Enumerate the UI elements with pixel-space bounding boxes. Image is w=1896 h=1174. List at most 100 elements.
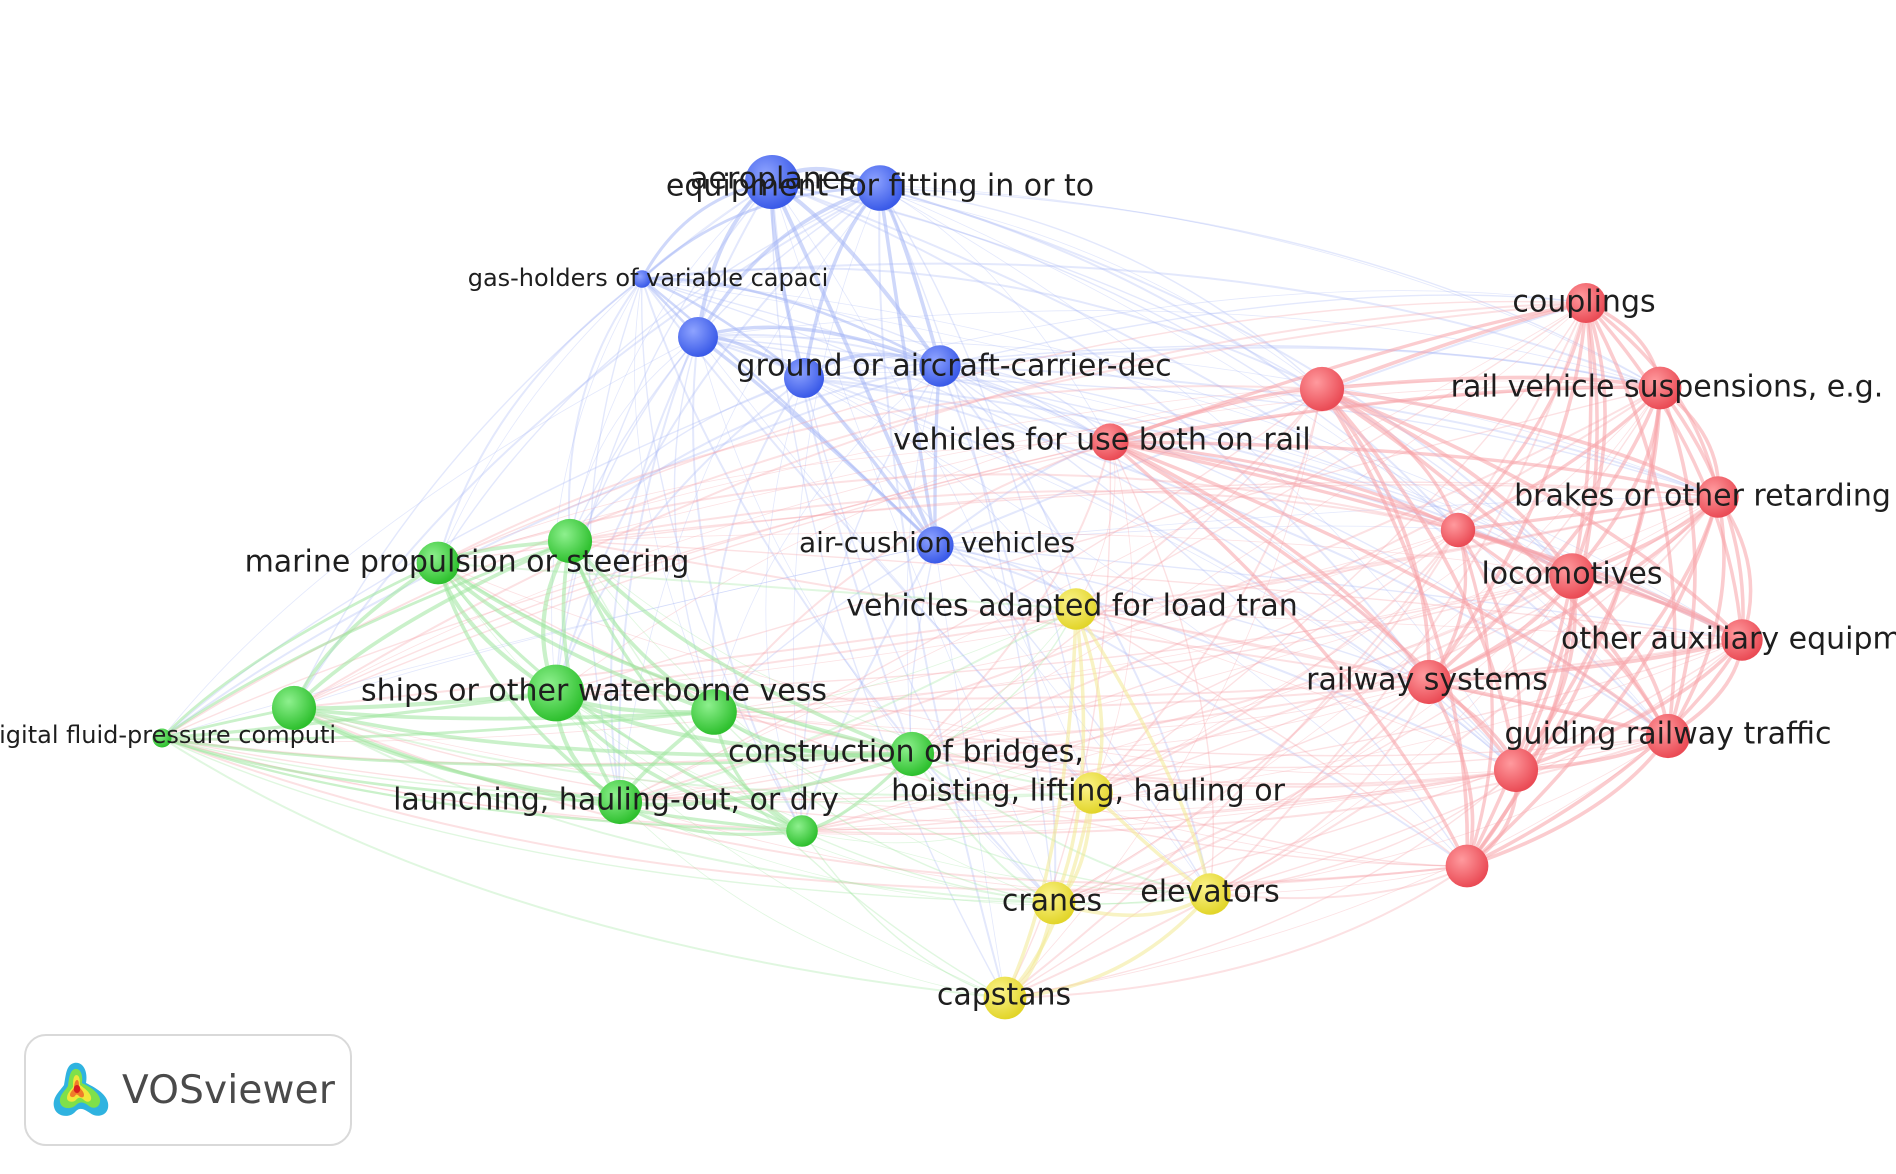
edge-suspensions-marine bbox=[437, 380, 1661, 564]
edge-green4-green9 bbox=[293, 706, 803, 833]
edge-vehiclesrail-capstans bbox=[1004, 441, 1112, 999]
node-blue4[interactable] bbox=[678, 317, 718, 357]
edge-couplings-guiding bbox=[1584, 302, 1677, 737]
node-digital[interactable] bbox=[152, 728, 172, 748]
edge-locomotives-green2 bbox=[569, 532, 1573, 577]
node-ground[interactable] bbox=[919, 345, 961, 387]
edge-auxiliary-green9 bbox=[801, 639, 1743, 832]
edge-marine-capstans bbox=[437, 562, 1006, 999]
node-ships[interactable] bbox=[527, 664, 585, 722]
node-marine[interactable] bbox=[416, 541, 460, 585]
edge-launching-elevators bbox=[619, 801, 1211, 906]
edge-red5-marine bbox=[437, 473, 1459, 564]
edge-couplings-hoisting bbox=[1091, 302, 1587, 794]
edge-aircushion-elevators bbox=[934, 544, 1211, 895]
node-locomotives[interactable] bbox=[1549, 553, 1595, 599]
edge-aeroplanes-launching bbox=[618, 181, 773, 803]
edge-blue4-ships bbox=[555, 336, 699, 694]
node-cranes[interactable] bbox=[1032, 881, 1076, 925]
node-vehiclesrail[interactable] bbox=[1091, 423, 1129, 461]
edge-digital-green6 bbox=[161, 710, 715, 741]
edge-brakes-red10 bbox=[1465, 496, 1720, 868]
node-gasholders[interactable] bbox=[633, 270, 651, 288]
node-brakes[interactable] bbox=[1697, 476, 1739, 518]
node-blue5[interactable] bbox=[784, 358, 824, 398]
edge-guiding-green6 bbox=[713, 711, 1669, 757]
edge-suspensions-guiding bbox=[1658, 387, 1697, 737]
node-auxiliary[interactable] bbox=[1721, 619, 1763, 661]
node-label-locomotives: locomotives bbox=[1481, 557, 1662, 592]
edge-red5-red9 bbox=[1456, 529, 1522, 771]
edge-aeroplanes-aircushion bbox=[770, 181, 937, 546]
edge-gasholders-vehiclesrail bbox=[641, 278, 1111, 443]
edge-vehiclesrail-red10 bbox=[1108, 440, 1469, 867]
edge-red2-locomotives bbox=[1321, 387, 1574, 578]
node-green2[interactable] bbox=[547, 518, 593, 564]
edge-equipment-suspensions bbox=[879, 187, 1661, 389]
node-suspensions[interactable] bbox=[1638, 366, 1682, 410]
edge-auxiliary-green2 bbox=[569, 540, 1743, 641]
node-launching[interactable] bbox=[597, 779, 643, 825]
node-green6[interactable] bbox=[691, 689, 737, 735]
edge-green2-digital bbox=[161, 539, 571, 740]
node-railway[interactable] bbox=[1406, 659, 1452, 705]
node-green9[interactable] bbox=[786, 815, 818, 847]
node-couplings[interactable] bbox=[1566, 283, 1606, 323]
node-label-guiding: guiding railway traffic bbox=[1505, 717, 1832, 752]
node-loadtran[interactable] bbox=[1055, 588, 1097, 630]
node-green4[interactable] bbox=[271, 685, 317, 731]
edge-brakes-green2 bbox=[569, 484, 1719, 542]
node-guiding[interactable] bbox=[1645, 713, 1691, 759]
node-label-marine: marine propulsion or steering bbox=[245, 545, 690, 580]
edge-vehiclesrail-brakes bbox=[1109, 440, 1719, 499]
node-label-auxiliary: other auxiliary equipment bbox=[1561, 622, 1896, 657]
node-red2[interactable] bbox=[1299, 366, 1345, 412]
edge-aircushion-brakes bbox=[934, 496, 1719, 546]
edge-aircushion-capstans bbox=[934, 544, 1006, 999]
node-hoisting[interactable] bbox=[1071, 772, 1113, 814]
edge-suspensions-railway bbox=[1427, 387, 1662, 684]
edge-red2-suspensions bbox=[1321, 375, 1661, 391]
edge-red9-green4 bbox=[293, 707, 1517, 823]
edge-green6-cranes bbox=[713, 711, 1055, 904]
node-aeroplanes[interactable] bbox=[745, 155, 799, 209]
edge-aircushion-green6 bbox=[713, 544, 936, 713]
edge-vehiclesrail-marine bbox=[437, 441, 1111, 564]
edge-ground-vehiclesrail bbox=[939, 365, 1111, 443]
node-bridges[interactable] bbox=[889, 731, 935, 777]
vosviewer-logo-box[interactable]: VOSviewer bbox=[24, 1034, 352, 1146]
edge-gasholders-marine bbox=[437, 278, 643, 564]
node-red5[interactable] bbox=[1440, 512, 1476, 548]
node-aircushion[interactable] bbox=[916, 526, 954, 564]
edge-red5-cranes bbox=[1053, 529, 1459, 904]
edge-locomotives-red9 bbox=[1514, 575, 1577, 772]
node-elevators[interactable] bbox=[1189, 873, 1231, 915]
edge-green9-capstans bbox=[801, 830, 1006, 999]
node-label-brakes: brakes or other retarding ap bbox=[1514, 479, 1896, 514]
nodes-layer[interactable] bbox=[152, 155, 1763, 1020]
vosviewer-logo-text: VOSviewer bbox=[122, 1067, 336, 1113]
edge-green9-loadtran bbox=[801, 608, 1077, 832]
node-equipment[interactable] bbox=[857, 165, 903, 211]
node-capstans[interactable] bbox=[983, 976, 1027, 1020]
edge-locomotives-green6 bbox=[713, 575, 1573, 713]
node-red10[interactable] bbox=[1445, 844, 1489, 888]
edge-blue4-suspensions bbox=[697, 310, 1661, 389]
edge-blue5-green6 bbox=[711, 377, 805, 713]
edge-digital-cranes bbox=[161, 737, 1055, 904]
node-label-railway: railway systems bbox=[1306, 663, 1548, 698]
edge-red5-red10 bbox=[1456, 529, 1494, 867]
edge-brakes-guiding bbox=[1666, 496, 1726, 737]
edge-gasholders-blue5 bbox=[641, 277, 805, 380]
node-red9[interactable] bbox=[1493, 747, 1539, 793]
edge-red9-marine bbox=[437, 562, 1517, 775]
edge-blue5-green9 bbox=[765, 377, 805, 832]
edge-vehiclesrail-digital bbox=[161, 441, 1111, 739]
edge-green4-hoisting bbox=[293, 707, 1093, 797]
edge-red10-hoisting bbox=[1091, 792, 1468, 867]
edge-aeroplanes-ships bbox=[555, 181, 773, 694]
edge-gasholders-cranes bbox=[641, 278, 1055, 904]
edge-blue5-vehiclesrail bbox=[803, 371, 1111, 443]
